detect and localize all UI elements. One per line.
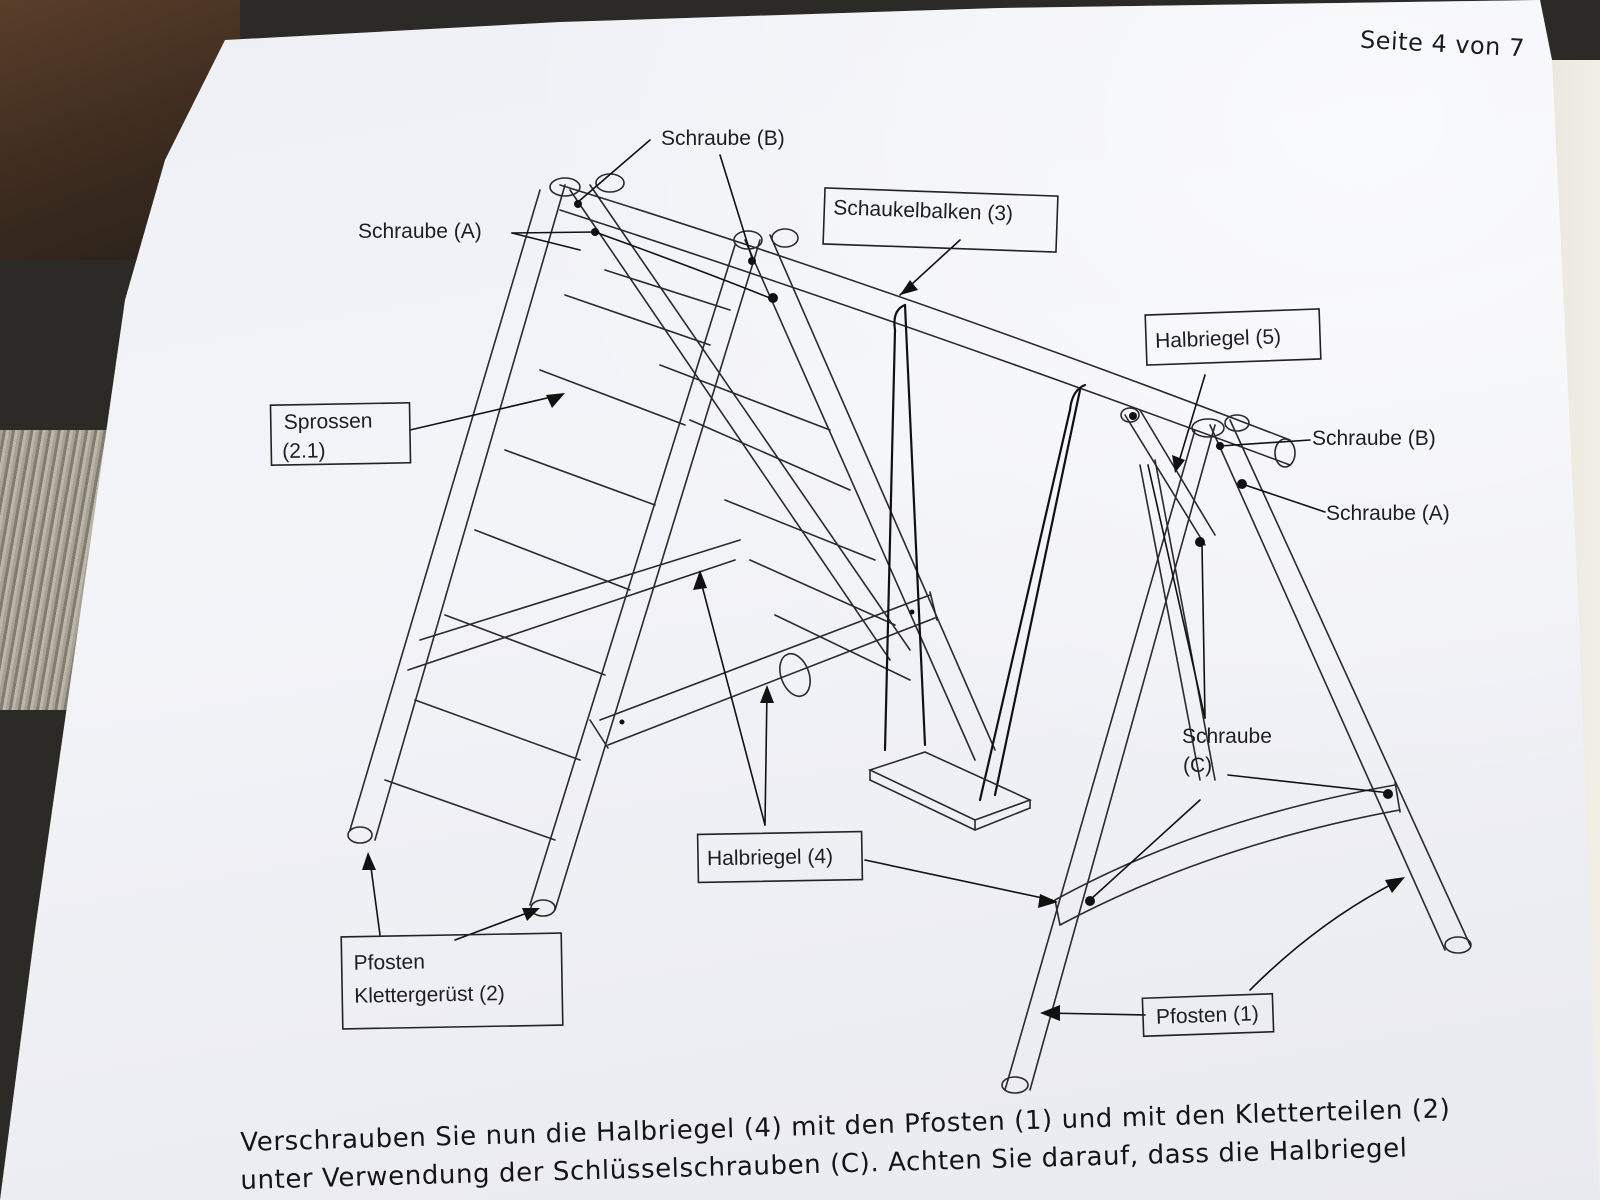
- label-screw-a-right: Schraube (A): [1326, 502, 1450, 525]
- label-half-bar-5: Halbriegel (5): [1155, 325, 1282, 352]
- swing-seat: [867, 751, 1033, 831]
- screw-dots: [574, 200, 1393, 906]
- climbing-frame-posts: [347, 184, 761, 917]
- label-box-half-bar-5: [1144, 308, 1322, 366]
- label-box-posts-1: [1141, 992, 1275, 1038]
- label-box-rungs: [269, 401, 412, 467]
- label-screw-c-line1: Schraube: [1182, 725, 1272, 748]
- label-swing-beam: Schaukelbalken (3): [833, 196, 1013, 225]
- climbing-frame-back-posts: [569, 184, 996, 761]
- label-screw-c-line2: (C): [1183, 754, 1212, 777]
- arrowheads: [362, 280, 1405, 1021]
- label-screw-b-right: Schraube (B): [1312, 427, 1436, 450]
- cross-brace: [407, 539, 938, 749]
- label-rungs-line2: (2.1): [282, 439, 326, 463]
- label-rungs-line1: Sprossen: [284, 409, 373, 434]
- label-half-bar-4: Halbriegel (4): [707, 845, 833, 870]
- a-frame-posts: [1001, 407, 1472, 1094]
- label-posts-climb-line2: Klettergerüst (2): [354, 982, 505, 1008]
- label-posts-1: Pfosten (1): [1156, 1002, 1259, 1029]
- label-box-swing-beam: [822, 187, 1059, 253]
- label-box-climbing-posts: [340, 932, 564, 1030]
- label-screw-a-left: Schraube (A): [358, 220, 482, 243]
- label-box-half-bar-4: [696, 830, 864, 884]
- label-posts-climb-line1: Pfosten: [353, 950, 425, 974]
- label-screw-b-top: Schraube (B): [661, 127, 785, 150]
- swing-ropes: [883, 303, 1087, 802]
- ladder-rungs: [384, 269, 911, 841]
- swing-beam: [549, 173, 1296, 468]
- leader-lines: [369, 139, 1401, 1016]
